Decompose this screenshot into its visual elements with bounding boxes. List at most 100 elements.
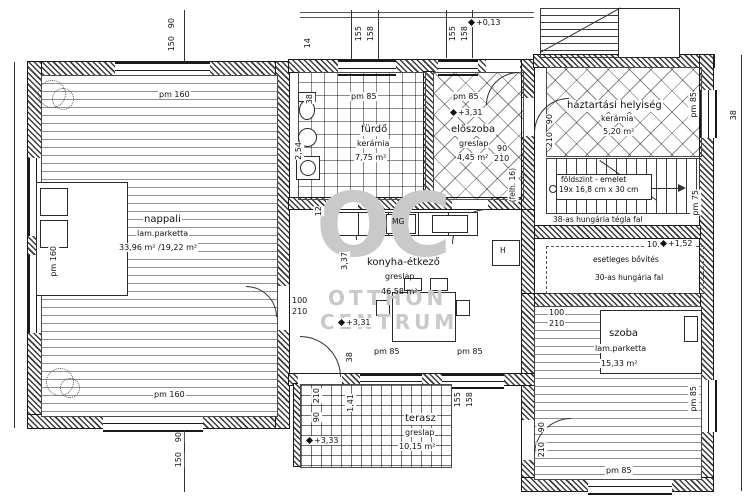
dim-line (472, 10, 473, 58)
room-name-eloszoba: előszoba (450, 124, 497, 136)
dim-label: 1,41 (345, 394, 357, 412)
dim-label: 210 (536, 442, 548, 458)
dim-line (14, 62, 15, 428)
fridge-box (492, 240, 520, 266)
room-floor-terasz: greslap (404, 428, 436, 438)
dim-label: 3,37 (339, 252, 351, 270)
dim-label: pm 160 (48, 246, 60, 277)
dim-label: 38 (344, 352, 356, 363)
dim-line (741, 55, 742, 491)
dim-label: 100 (291, 296, 309, 306)
appliance-label-h: H (500, 246, 506, 255)
room-name-nappali: nappali (143, 214, 182, 226)
dim-label: 150 (173, 452, 185, 468)
watermark-line1: OTTHON (328, 286, 448, 310)
door-gap-furdo (326, 198, 358, 209)
dim-label: pm 160 (153, 390, 186, 400)
room-area-eloszoba: 4,45 m² (456, 153, 490, 163)
pillow (40, 188, 68, 216)
window-haztartasi-right (700, 90, 717, 138)
level-value: +3,31 (346, 318, 371, 327)
wall-below-stairs (533, 225, 701, 239)
dim-line (378, 10, 379, 60)
level-marker-icon (449, 108, 458, 117)
note-felh: (felh. 16) (508, 168, 519, 203)
dim-label: pm 85 (688, 386, 700, 412)
dim-line (446, 10, 447, 58)
dim-label: pm 85 (605, 466, 633, 476)
level-marker-icon (467, 18, 476, 27)
dim-label: 90 (536, 422, 548, 433)
room-area-szoba: 15,33 m² (600, 359, 639, 369)
upper-floor-outline (300, 12, 534, 18)
dim-label: 155 (353, 26, 365, 42)
dim-label: pm 75 (690, 190, 702, 216)
level-value: +0,13 (476, 18, 501, 27)
dim-label: 210 (544, 132, 556, 148)
level-marker-konyha: +3,31 (337, 318, 372, 327)
dim-label: 155 (452, 392, 464, 408)
dim-label: pm 85 (456, 347, 484, 357)
room-area-furdo: 7,75 m² (354, 153, 388, 163)
room-floor-nappali: lam.parketta (136, 229, 190, 239)
level-marker-eloszoba: +3,31 (449, 108, 484, 117)
dim-line (351, 10, 352, 60)
pillow (684, 316, 698, 342)
dim-label: 210 (548, 319, 566, 329)
dim-label: 158 (365, 26, 377, 42)
dim-label: 155 (447, 26, 459, 42)
level-marker-terasz: +3,33 (305, 436, 340, 445)
room-floor-furdo: kerámia (356, 139, 391, 149)
room-name-terasz: terasz (404, 413, 437, 425)
level-value: +3,33 (314, 436, 339, 445)
dim-label: pm 85 (452, 92, 480, 102)
note-wall38: 38-as hungária tégla fal (552, 215, 644, 225)
dim-label: 150 (166, 36, 178, 52)
dim-label: 90 (173, 432, 185, 443)
washing-machine-drum (300, 160, 316, 176)
dim-label: 158 (459, 26, 471, 42)
bed-szoba (600, 310, 702, 374)
level-marker-icon (659, 239, 668, 248)
stairs-label-2: 19x 16,8 cm x 30 cm (559, 185, 639, 194)
dim-label: 158 (464, 392, 476, 408)
pillow (40, 220, 68, 248)
dim-label: 90 (166, 18, 178, 29)
wall-nappali-right (275, 61, 290, 429)
stairs-label-box (556, 174, 652, 200)
room-floor-konyha: greslap (385, 272, 415, 281)
dim-label: 90 (311, 412, 323, 423)
chair (404, 278, 422, 291)
floor-haztartasi-tiles (546, 67, 702, 157)
wall-szoba-top (533, 293, 701, 307)
room-name-haztartasi: háztartási helyiség (566, 100, 663, 112)
door-gap-terasz (298, 374, 342, 385)
dim-label: 210 (493, 154, 511, 164)
door-gap-szoba (522, 420, 534, 460)
dim-label: 90 (544, 114, 556, 125)
wall-konyha-right (521, 209, 535, 295)
door-gap-haztartasi (522, 98, 534, 136)
room-area-nappali: 33,96 m² /19,22 m² (118, 243, 199, 253)
dim-label: 100 (548, 308, 566, 318)
wall-nappali-left (27, 61, 42, 429)
stairs-label-1: földszint - emelet (561, 175, 627, 184)
floor-terasz-brick (300, 384, 452, 468)
room-floor-szoba: lam.parketta (594, 344, 648, 354)
stairs-landing (618, 8, 680, 58)
wall-terasz-left (293, 383, 303, 467)
dishwasher-box (386, 214, 416, 234)
dim-label: pm 85 (350, 92, 378, 102)
note-extension: esetleges bővítés (593, 255, 659, 264)
door-gap-entry (486, 60, 520, 72)
dim-line (184, 430, 185, 492)
wall-topblock-bottom (288, 197, 535, 210)
dim-label: 38 (304, 94, 316, 105)
dim-line (184, 10, 185, 62)
level-value: +1,52 (668, 239, 693, 248)
wall-rightblock-top (533, 54, 715, 68)
level-value: +3,31 (458, 108, 483, 117)
dim-label: pm 85 (688, 92, 700, 118)
wall-szoba-left (521, 293, 535, 492)
dim-label: pm 85 (373, 347, 401, 357)
